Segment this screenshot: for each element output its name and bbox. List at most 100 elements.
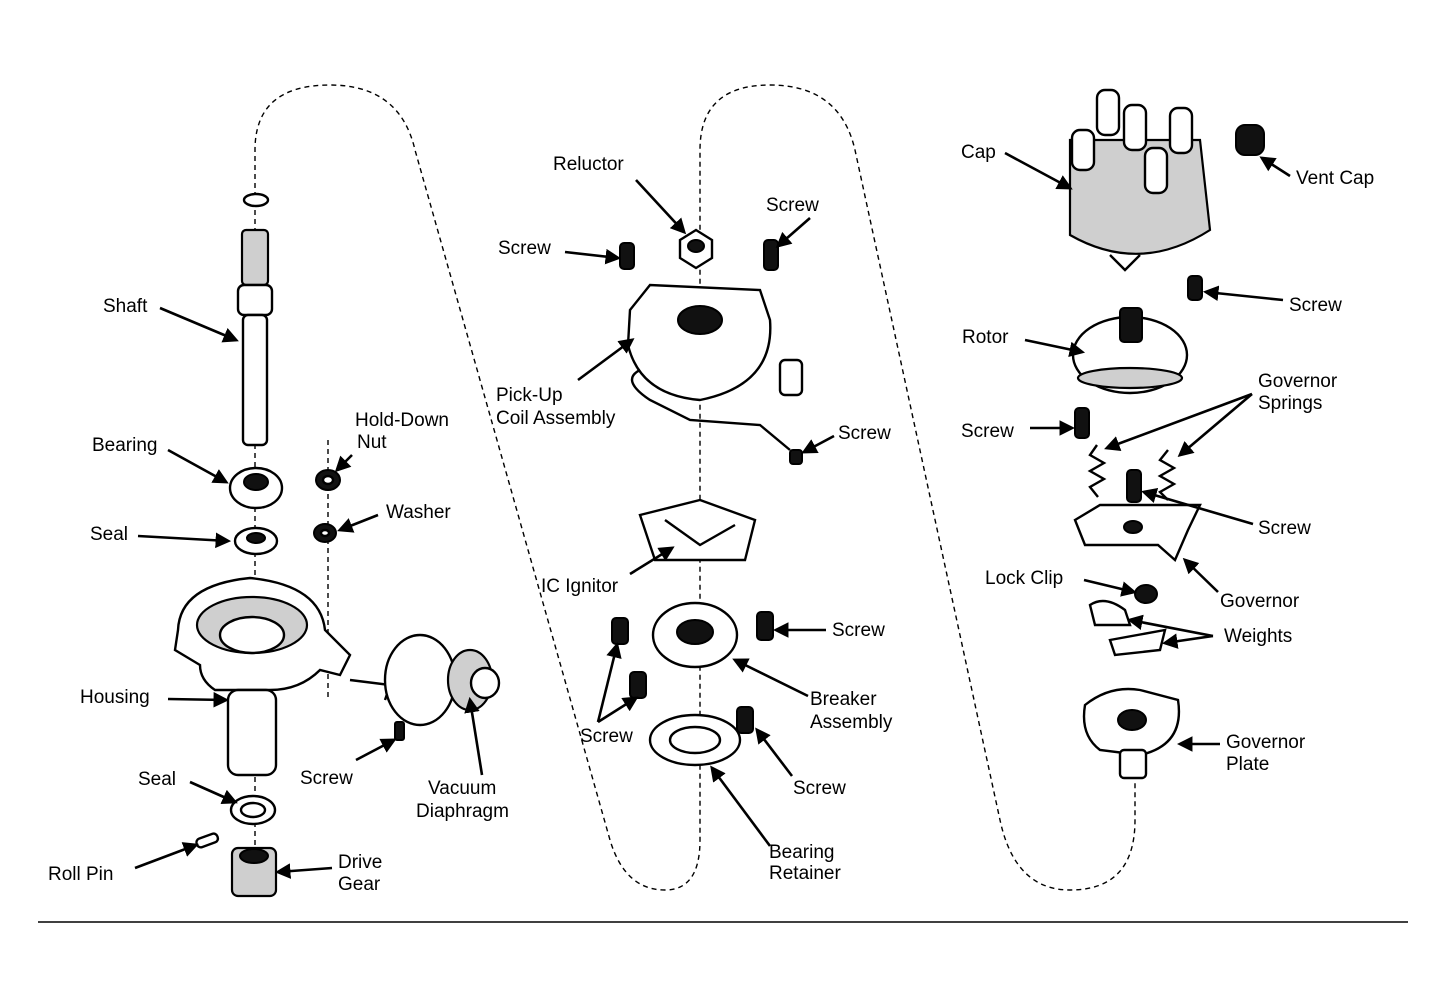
arrow-drive-gear bbox=[274, 863, 333, 879]
arrow-screw-retainer bbox=[755, 727, 794, 777]
arrow-rotor bbox=[1024, 338, 1086, 358]
label-ic-ignitor: IC Ignitor bbox=[541, 576, 619, 597]
label-seal-lower: Seal bbox=[138, 769, 176, 790]
label-governor-plate-1: Governor bbox=[1226, 732, 1306, 753]
breaker-assembly-part bbox=[651, 601, 739, 669]
arrow-hold-down-nut bbox=[334, 454, 353, 473]
housing-part bbox=[173, 576, 352, 777]
arrow-governor bbox=[1182, 557, 1219, 593]
arrow-seal-lower bbox=[189, 780, 238, 805]
reluctor-part bbox=[678, 228, 714, 270]
screw-vacuum-part bbox=[394, 721, 405, 741]
label-governor-springs-2: Springs bbox=[1258, 393, 1322, 414]
screw-mid-right-part bbox=[763, 239, 779, 271]
arrow-screw-governor bbox=[1141, 488, 1254, 526]
screw-retainer-part bbox=[736, 706, 754, 734]
hold-down-nut-part bbox=[315, 469, 341, 491]
screw-breaker-left-part-a bbox=[611, 617, 629, 645]
label-screw-mid-left: Screw bbox=[498, 238, 551, 259]
assembly-path bbox=[254, 84, 1136, 891]
governor-part bbox=[1073, 503, 1202, 562]
arrow-pickup-coil bbox=[577, 338, 635, 382]
label-bearing: Bearing bbox=[92, 435, 158, 456]
arrow-weights-b bbox=[1161, 633, 1214, 649]
label-washer: Washer bbox=[386, 502, 451, 523]
lock-clip-part bbox=[1134, 584, 1158, 604]
label-cap: Cap bbox=[961, 142, 996, 163]
arrow-reluctor bbox=[635, 179, 687, 235]
label-vacuum-diaphragm-2: Diaphragm bbox=[416, 801, 509, 822]
label-screw-breaker-left: Screw bbox=[580, 726, 633, 747]
arrow-housing bbox=[167, 691, 230, 708]
label-breaker-assembly-2: Assembly bbox=[810, 712, 893, 733]
roll-pin-part bbox=[195, 832, 220, 849]
arrow-ic-ignitor bbox=[629, 546, 675, 576]
arrow-governor-springs-a bbox=[1104, 392, 1253, 451]
vent-cap-part bbox=[1235, 124, 1265, 156]
cap-part bbox=[1068, 88, 1212, 272]
label-drive-gear-1: Drive bbox=[338, 852, 382, 873]
label-bearing-retainer-2: Retainer bbox=[769, 863, 841, 884]
governor-springs-part bbox=[1087, 444, 1177, 501]
label-seal-upper: Seal bbox=[90, 524, 128, 545]
label-screw-mid-right: Screw bbox=[766, 195, 819, 216]
ic-ignitor-part bbox=[638, 498, 757, 562]
arrow-breaker-assembly bbox=[732, 658, 809, 698]
weights-part bbox=[1088, 599, 1167, 657]
label-housing: Housing bbox=[80, 687, 150, 708]
arrow-screw-cap bbox=[1202, 285, 1284, 302]
arrow-screw-mid-right bbox=[775, 217, 811, 249]
label-screw-breaker-right: Screw bbox=[832, 620, 885, 641]
arrow-governor-springs-b bbox=[1177, 393, 1253, 458]
label-governor-plate-2: Plate bbox=[1226, 754, 1269, 775]
bearing-part bbox=[228, 466, 284, 510]
arrow-screw-mid-left bbox=[564, 248, 622, 265]
label-pickup-coil-1: Pick-Up bbox=[496, 385, 563, 406]
label-rotor: Rotor bbox=[962, 327, 1009, 348]
label-shaft: Shaft bbox=[103, 296, 148, 317]
arrow-seal-upper bbox=[137, 532, 232, 549]
drive-gear-part bbox=[230, 846, 278, 898]
arrow-lock-clip bbox=[1083, 578, 1138, 597]
label-roll-pin: Roll Pin bbox=[48, 864, 113, 885]
label-screw-rotor: Screw bbox=[961, 421, 1014, 442]
screw-pickup-part bbox=[789, 449, 803, 465]
label-screw-governor: Screw bbox=[1258, 518, 1311, 539]
bearing-retainer-part bbox=[648, 713, 742, 767]
arrow-cap bbox=[1004, 151, 1073, 190]
vacuum-diaphragm-part bbox=[349, 633, 501, 727]
screw-cap-part bbox=[1187, 275, 1203, 301]
seal-upper-part bbox=[233, 526, 279, 556]
label-reluctor: Reluctor bbox=[553, 154, 624, 175]
arrow-screw-vacuum bbox=[355, 738, 397, 762]
screw-rotor-part bbox=[1074, 407, 1090, 439]
label-governor: Governor bbox=[1220, 591, 1300, 612]
label-vacuum-diaphragm-1: Vacuum bbox=[428, 778, 496, 799]
washer-part bbox=[313, 523, 337, 543]
shaft-part bbox=[236, 228, 274, 447]
label-breaker-assembly-1: Breaker bbox=[810, 689, 877, 710]
rotor-part bbox=[1071, 307, 1189, 395]
label-screw-vacuum: Screw bbox=[300, 768, 353, 789]
label-lock-clip: Lock Clip bbox=[985, 568, 1063, 589]
label-screw-retainer: Screw bbox=[793, 778, 846, 799]
screw-mid-left-part bbox=[619, 242, 635, 270]
label-governor-springs-1: Governor bbox=[1258, 371, 1338, 392]
o-ring bbox=[242, 192, 270, 208]
governor-plate-part bbox=[1082, 687, 1181, 780]
arrow-screw-breaker-left-a bbox=[596, 641, 622, 723]
arrow-vacuum-diaphragm bbox=[464, 696, 484, 776]
arrow-bearing-retainer bbox=[710, 765, 772, 847]
label-screw-cap: Screw bbox=[1289, 295, 1342, 316]
seal-lower-part bbox=[229, 794, 277, 826]
arrow-screw-breaker-left-b bbox=[597, 696, 639, 724]
screw-breaker-right-part bbox=[756, 611, 774, 641]
arrow-roll-pin bbox=[134, 842, 199, 870]
arrow-shaft bbox=[159, 306, 239, 343]
screw-breaker-left-part-b bbox=[629, 671, 647, 699]
label-hold-down-nut-2: Nut bbox=[357, 432, 387, 453]
pickup-coil-part bbox=[626, 283, 804, 451]
label-screw-pickup: Screw bbox=[838, 423, 891, 444]
arrow-weights-a bbox=[1126, 614, 1214, 638]
